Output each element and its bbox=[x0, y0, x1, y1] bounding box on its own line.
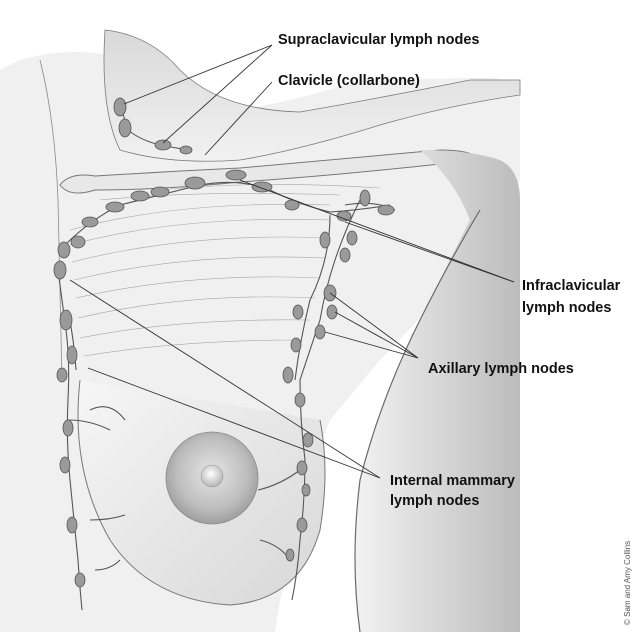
image-credit: © Sam and Amy Collins bbox=[623, 541, 632, 625]
nipple bbox=[201, 465, 223, 487]
label-internal-mammary-1: Internal mammary bbox=[390, 473, 515, 489]
label-infraclavicular-2: lymph nodes bbox=[522, 300, 611, 316]
label-axillary: Axillary lymph nodes bbox=[428, 361, 574, 377]
label-supraclavicular: Supraclavicular lymph nodes bbox=[278, 32, 479, 48]
label-internal-mammary-2: lymph nodes bbox=[390, 493, 479, 509]
label-clavicle: Clavicle (collarbone) bbox=[278, 73, 420, 89]
torso-illustration bbox=[0, 30, 520, 632]
label-infraclavicular-1: Infraclavicular bbox=[522, 278, 621, 294]
